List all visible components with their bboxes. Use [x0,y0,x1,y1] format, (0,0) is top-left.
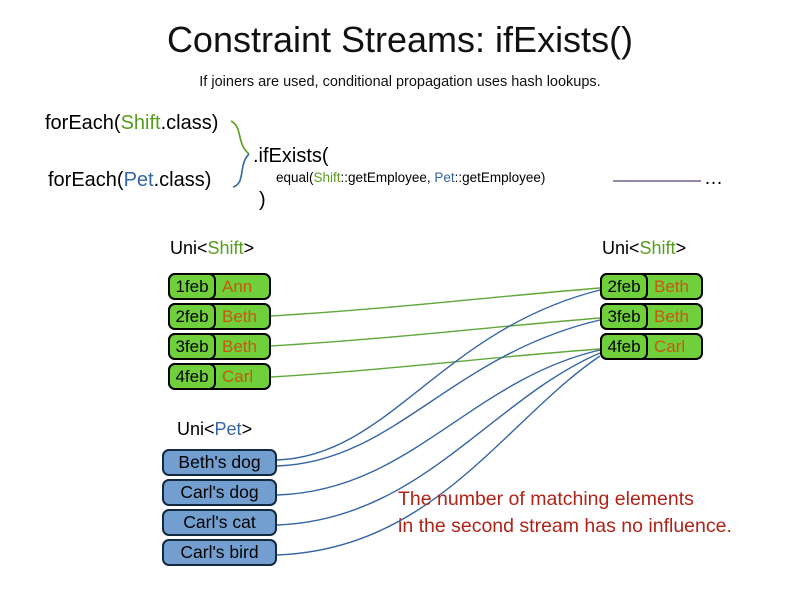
shift-date: 3feb [600,303,648,330]
code-text: equal( [276,170,314,185]
table-row: Ann 1feb [168,273,271,300]
shift-date: 4feb [600,333,648,360]
label-text: > [675,238,687,258]
code-foreach-pet: forEach(Pet.class) [48,169,211,192]
connector-green-3feb [270,317,601,347]
left-shift-table: Ann 1feb Beth 2feb Beth 3feb Carl 4feb [168,273,271,393]
pet-item: Carl's cat [162,509,277,536]
employee-name: Ann [222,277,253,296]
label-text: > [243,238,255,258]
shift-date: 3feb [168,333,216,360]
shift-date: 2feb [168,303,216,330]
pet-class-token: Pet [123,169,154,191]
table-row: Carl 4feb [600,333,703,360]
connector-blue-bethsdog-3feb [276,319,601,467]
table-row: Beth 3feb [168,333,271,360]
pet-item: Carl's bird [162,539,277,566]
employee-name: Beth [222,307,257,326]
shift-date: 1feb [168,273,216,300]
uni-pet-label: Uni<Pet> [177,419,252,440]
label-text: Uni< [170,238,208,258]
pet-item: Carl's dog [162,479,277,506]
code-text: ::getEmployee, [340,170,435,185]
code-ifexists: .ifExists( [253,145,329,167]
employee-name: Carl [222,367,254,386]
right-uni-shift-label: Uni<Shift> [602,238,686,259]
shift-date: 4feb [168,363,216,390]
label-text: Uni< [177,419,215,439]
pet-class-token: Pet [434,170,455,185]
shift-class-token: Shift [120,112,161,134]
right-shift-table: Beth 2feb Beth 3feb Carl 4feb [600,273,703,363]
connector-blue-carlsdog-4feb [276,349,601,496]
code-text: ::getEmployee) [454,170,546,185]
connector-green-2feb [270,287,601,317]
label-type-shift: Shift [639,238,676,258]
page-subtitle: If joiners are used, conditional propaga… [199,74,601,90]
table-row: Beth 2feb [168,303,271,330]
connector-green-4feb [270,348,601,378]
employee-name: Beth [654,277,689,296]
left-uni-shift-label: Uni<Shift> [170,238,254,259]
pet-table: Beth's dog Carl's dog Carl's cat Carl's … [162,449,277,569]
brace-top-green [230,120,250,155]
label-text: Uni< [602,238,640,258]
code-equal-joiner: equal(Shift::getEmployee, Pet::getEmploy… [276,170,545,185]
page-title: Constraint Streams: ifExists() [166,19,634,60]
table-row: Carl 4feb [168,363,271,390]
label-type-pet: Pet [214,419,242,439]
shift-date: 2feb [600,273,648,300]
label-type-shift: Shift [207,238,244,258]
pet-item: Beth's dog [162,449,277,476]
shift-class-token: Shift [313,170,341,185]
code-foreach-shift: forEach(Shift.class) [45,112,218,135]
table-row: Beth 2feb [600,273,703,300]
employee-name: Carl [654,337,686,356]
note-line-1: The number of matching elements [398,488,694,510]
employee-name: Beth [222,337,257,356]
connector-blue-bethsdog-2feb [276,289,601,461]
code-text: .class) [153,169,212,191]
code-text: forEach( [48,169,124,191]
code-close-paren: ) [259,189,266,211]
ellipsis-text: … [704,168,723,189]
note-text: The number of matching elements in the s… [398,486,732,540]
brace-bottom-blue [232,153,250,188]
note-line-2: in the second stream has no influence. [398,515,732,537]
employee-name: Beth [654,307,689,326]
code-text: forEach( [45,112,121,134]
label-text: > [241,419,253,439]
code-text: .class) [160,112,219,134]
table-row: Beth 3feb [600,303,703,330]
